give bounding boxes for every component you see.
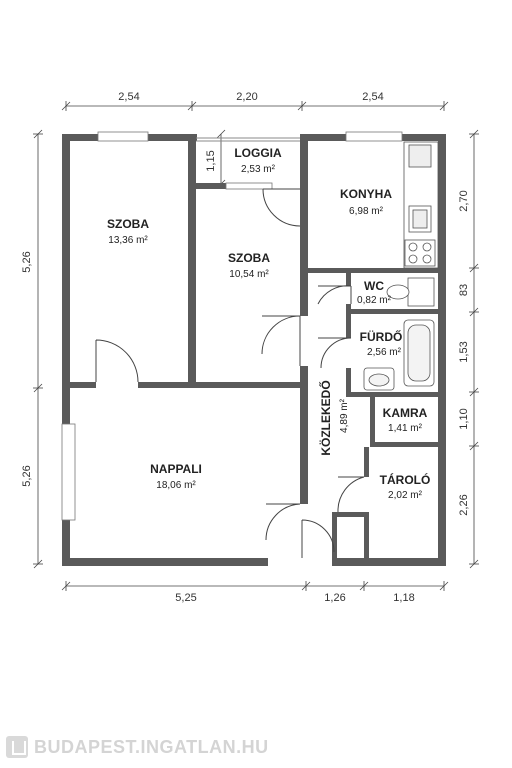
room-name-kamra: KAMRA [383,406,428,420]
room-area-wc: 0,82 m² [357,295,392,306]
room-area-kamra: 1,41 m² [388,423,423,434]
windows [61,131,403,521]
dim-right-3: 1,53 [458,341,470,362]
kitchen-fixtures [403,141,439,269]
door-nappali [265,503,301,541]
room-area-szoba2: 10,54 m² [229,269,269,280]
room-name-konyha: KONYHA [340,187,392,201]
bathroom-fixtures [363,277,435,391]
room-name-furdo: FÜRDŐ [360,329,403,344]
door-loggia [262,188,301,227]
toilet-icon [386,284,410,300]
door-szoba2 [261,315,301,355]
dim-bottom-1: 5,25 [175,592,196,604]
room-name-nappali: NAPPALI [150,462,202,476]
dim-bottom-3: 1,18 [393,592,414,604]
dimension-labels: 2,54 2,20 2,54 5,25 1,26 1,18 5,26 5,26 … [21,91,470,604]
fridge-icon [408,144,432,168]
door-entrance [301,519,335,558]
room-name-wc: WC [364,279,384,293]
dim-top-1: 2,54 [118,91,139,103]
dim-right-1: 2,70 [458,190,470,211]
dim-loggia-depth: 1,15 [205,150,217,171]
room-area-tarolo: 2,02 m² [388,490,423,501]
window-szoba2 [225,182,273,190]
toilet-tank-icon [407,277,435,307]
dim-right-5: 2,26 [458,494,470,515]
room-area-loggia: 2,53 m² [241,164,276,175]
dim-right-2: 83 [458,284,470,296]
door-tarolo [337,476,365,513]
door-szoba1 [95,339,139,383]
room-area-furdo: 2,56 m² [367,347,402,358]
dim-left-2: 5,26 [21,465,33,486]
doors [95,188,365,558]
building-logo-icon [6,736,28,758]
dim-top-2: 2,20 [236,91,257,103]
room-name-tarolo: TÁROLÓ [380,472,431,487]
room-area-konyha: 6,98 m² [349,206,384,217]
room-name-szoba1: SZOBA [107,217,149,231]
dimension-lines [33,101,479,591]
dim-bottom-2: 1,26 [324,592,345,604]
dim-top-3: 2,54 [362,91,383,103]
watermark-text: BUDAPEST.INGATLAN.HU [34,736,269,757]
watermark: BUDAPEST.INGATLAN.HU [6,734,269,760]
room-area-nappali: 18,06 m² [156,480,196,491]
room-area-szoba1: 13,36 m² [108,235,148,246]
dim-left-1: 5,26 [21,251,33,272]
room-name-loggia: LOGGIA [234,146,282,160]
door-furdo [318,337,352,369]
window-konyha [345,131,403,142]
window-szoba [97,131,149,142]
dim-right-4: 1,10 [458,408,470,429]
window-nappali [61,423,76,521]
loggia-railing [196,137,300,142]
room-name-kozlekedo: KÖZLEKEDŐ [318,380,333,455]
room-name-szoba2: SZOBA [228,251,270,265]
stove-icon [404,239,436,267]
door-wc [317,285,352,305]
room-area-kozlekedo: 4,89 m² [339,398,350,433]
room-labels: SZOBA 13,36 m² LOGGIA 2,53 m² KONYHA 6,9… [107,146,430,501]
